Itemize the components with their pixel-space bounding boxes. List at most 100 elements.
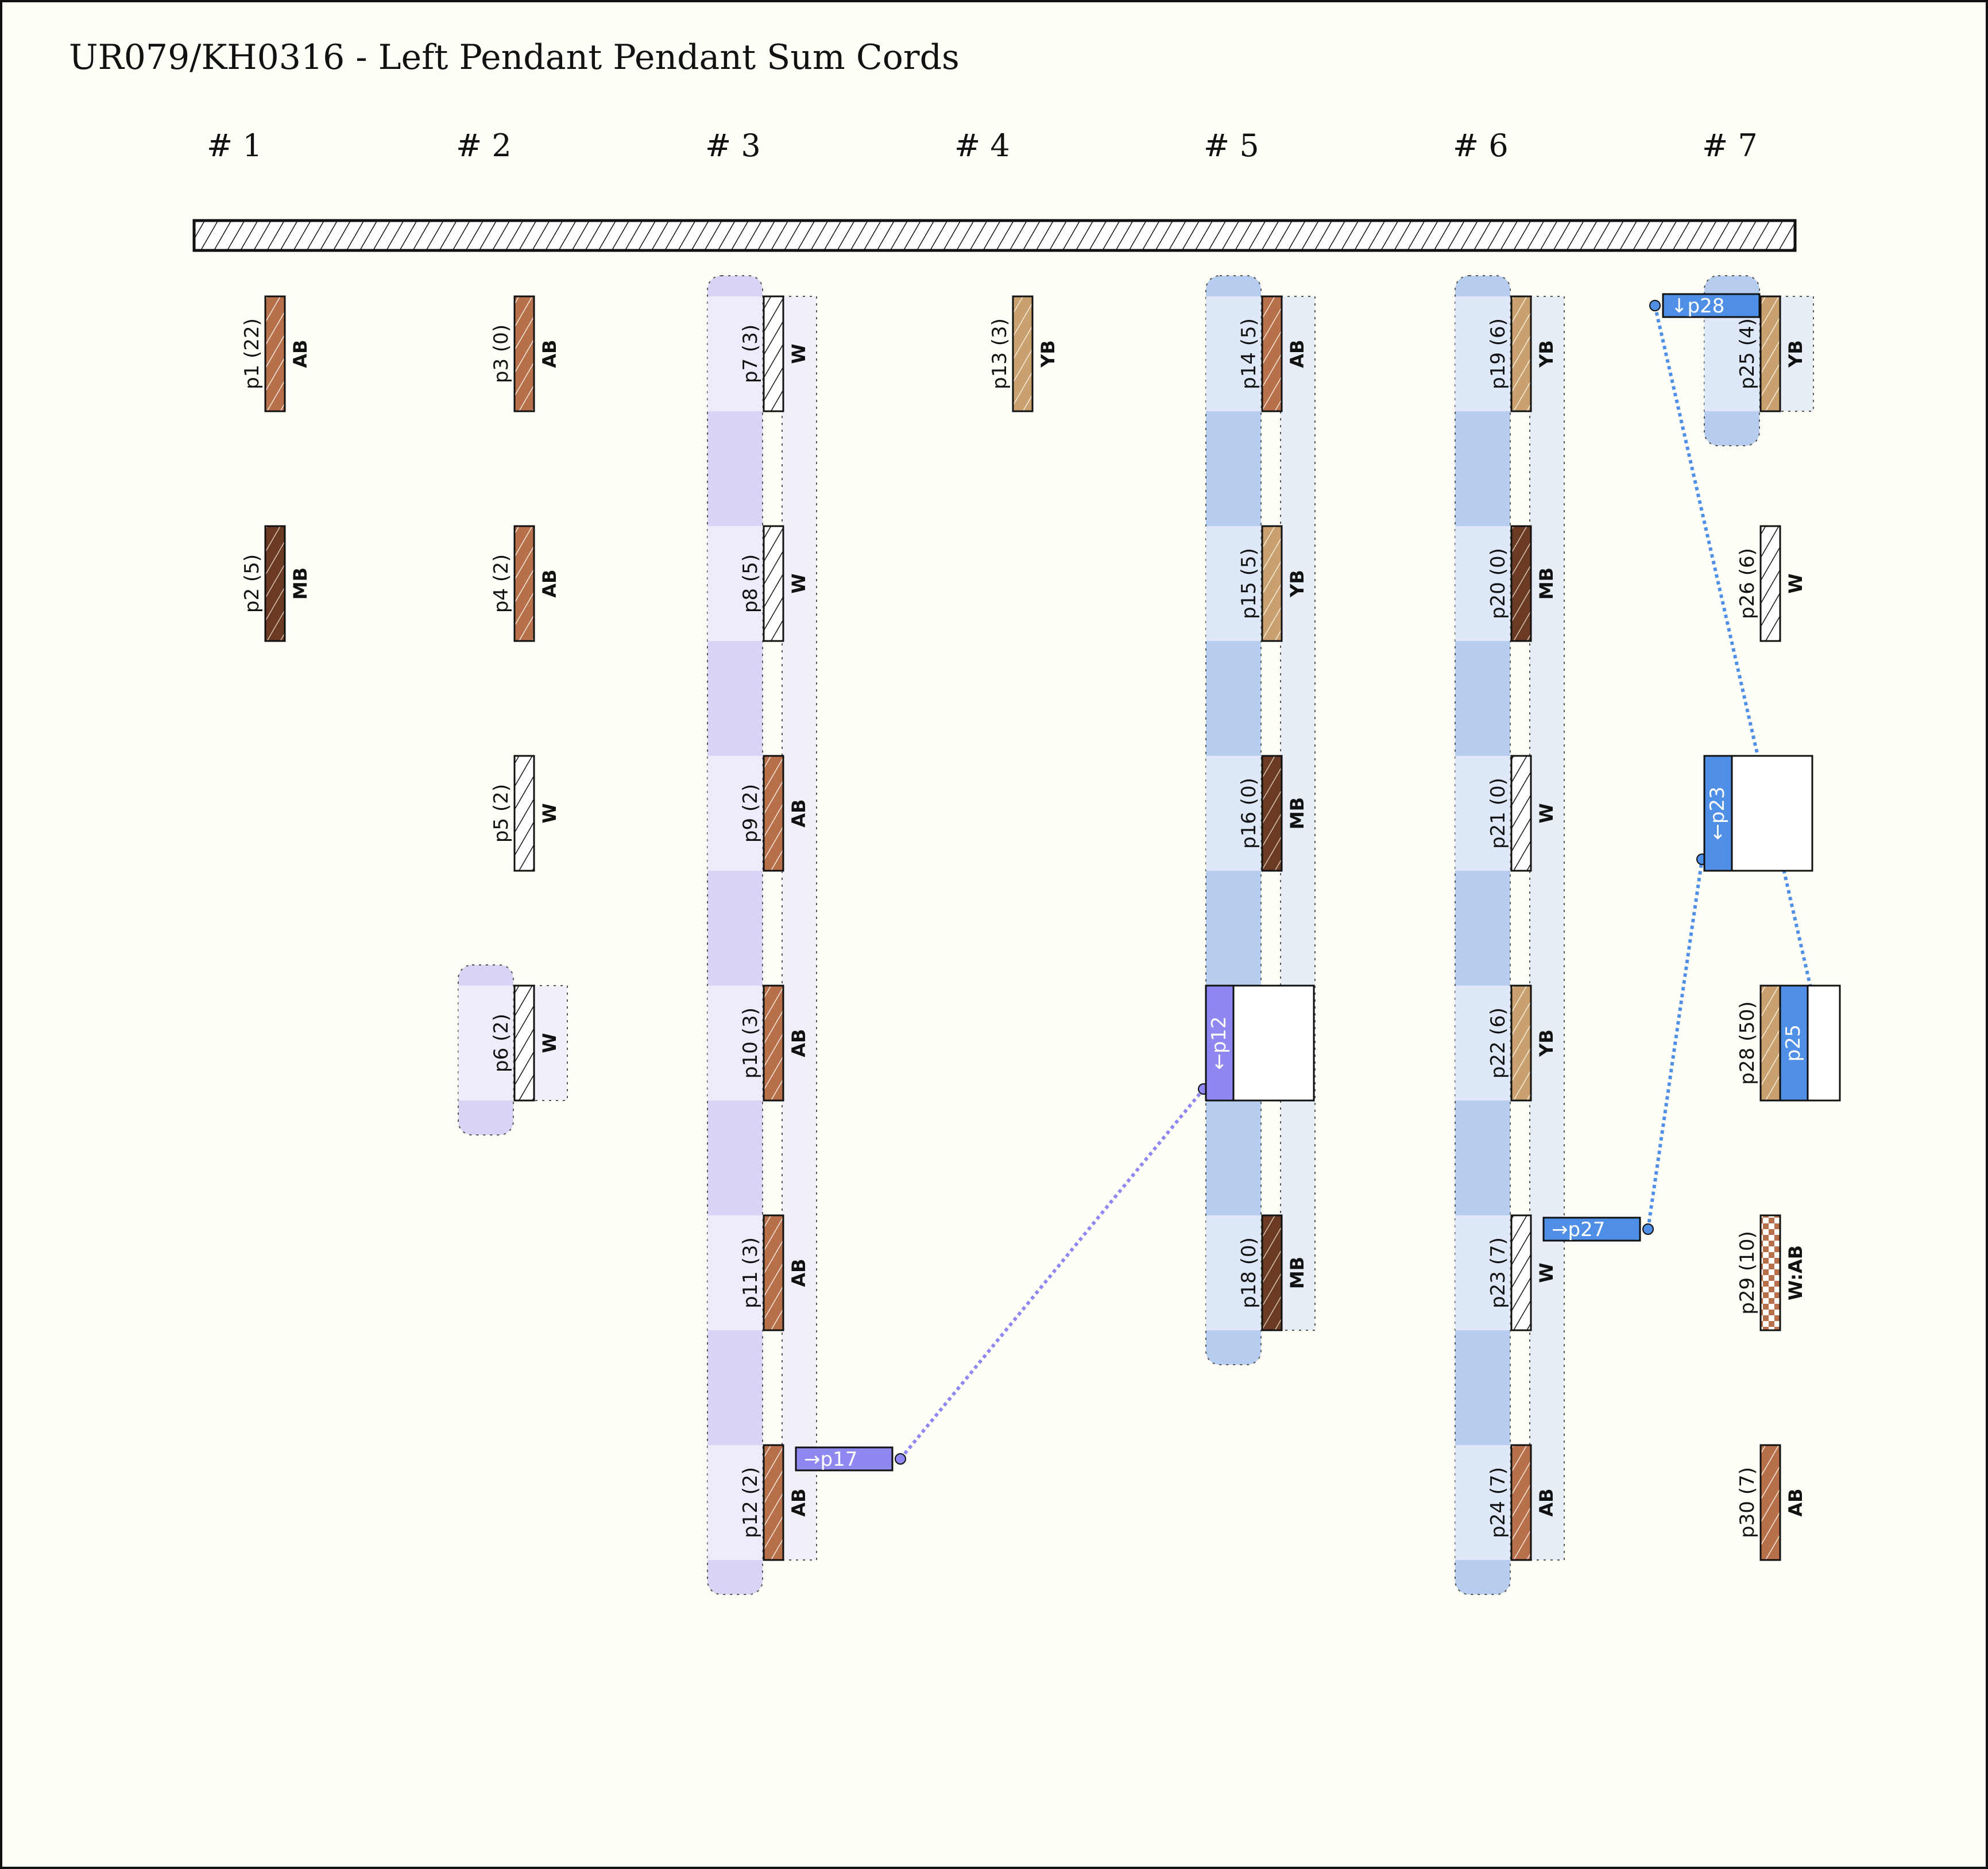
- group-label: # 2: [456, 128, 512, 164]
- cord-body: [1261, 755, 1283, 872]
- cord-label: p4 (2): [490, 554, 513, 613]
- pendant-cord: p18 (0)MB: [1237, 1214, 1308, 1331]
- cord-color-label: YB: [1536, 340, 1557, 368]
- pendant-cord: p2 (5)MB: [241, 525, 311, 642]
- cord-color-label: MB: [1286, 1257, 1308, 1289]
- sum-band: [458, 964, 568, 1136]
- cord-body: [763, 984, 784, 1102]
- cord-label: p22 (6): [1487, 1007, 1510, 1079]
- cord-label: p9 (2): [739, 784, 762, 843]
- pendant-cord: p3 (0)AB: [490, 295, 560, 412]
- cord-label: p16 (0): [1237, 778, 1260, 849]
- cord-body: [513, 984, 535, 1102]
- pendant-cord: p19 (6)YB: [1487, 295, 1557, 412]
- cord-color-label: W: [788, 343, 810, 364]
- cord-color-label: W: [1536, 803, 1557, 823]
- svg-text:←p23: ←p23: [1706, 786, 1729, 840]
- group-label: # 3: [705, 128, 761, 164]
- cord-label: p21 (0): [1487, 778, 1510, 849]
- cord-body: [513, 755, 535, 872]
- cord-color-label: AB: [1785, 1488, 1807, 1516]
- pendant-cord: p9 (2)AB: [739, 755, 810, 872]
- cord-label: p8 (5): [739, 554, 762, 613]
- pendant-cord: p16 (0)MB: [1237, 755, 1308, 872]
- cord-body: [1510, 1214, 1532, 1331]
- pendant-cord: p23 (7) W: [1487, 1214, 1557, 1331]
- cord-color-label: YB: [1037, 340, 1059, 368]
- cord-color-label: YB: [1785, 340, 1807, 368]
- pendant-cord: p6 (2)W: [490, 984, 560, 1102]
- sum-tag: ←p23: [1703, 755, 1813, 872]
- cord-color-label: W: [539, 1033, 560, 1053]
- cord-body: [763, 295, 784, 412]
- cord-label: p20 (0): [1487, 548, 1510, 619]
- pendant-cord: p25 (4)YB: [1736, 295, 1807, 412]
- pendant-cord: p30 (7) AB: [1736, 1444, 1807, 1561]
- cord-body: [1759, 295, 1781, 412]
- cord-body: [1510, 755, 1532, 872]
- pendant-cord: p11 (3) AB: [739, 1214, 810, 1331]
- cord-color-label: AB: [788, 1488, 810, 1516]
- cord-body: [1510, 525, 1532, 642]
- pendant-cord: p24 (7)AB: [1487, 1444, 1557, 1561]
- sum-links: [895, 300, 1818, 1465]
- group-label: # 5: [1204, 128, 1259, 164]
- cord-label: p15 (5): [1237, 548, 1260, 619]
- cord-color-label: AB: [539, 569, 560, 597]
- cord-label: p30 (7): [1736, 1467, 1759, 1538]
- sum-tag: →p27: [1542, 1217, 1641, 1242]
- cord-color-label: AB: [1286, 339, 1308, 368]
- diagram-title: UR079/KH0316 - Left Pendant Pendant Sum …: [69, 37, 960, 78]
- cord-label: p28 (50): [1736, 1001, 1759, 1084]
- cord-label: p2 (5): [241, 554, 264, 613]
- cord-label: p11 (3): [739, 1237, 762, 1308]
- cord-body: [1261, 525, 1283, 642]
- cord-body: [1759, 1444, 1781, 1561]
- cord-body: [1759, 984, 1781, 1102]
- cord-body: [1261, 1214, 1283, 1331]
- cord-body: [763, 755, 784, 872]
- cord-color-label: YB: [1536, 1029, 1557, 1057]
- cord-color-label: W: [788, 573, 810, 593]
- cord-color-label: AB: [539, 339, 560, 368]
- cord-label: p23 (7): [1487, 1237, 1510, 1308]
- group-labels: # 1# 2# 3# 4# 5# 6# 7: [207, 128, 1758, 164]
- pendant-cord: p14 (5)AB: [1237, 295, 1308, 412]
- cord-color-label: AB: [289, 339, 311, 368]
- pendant-cord: p26 (6)W: [1736, 525, 1807, 642]
- primary-cord: [192, 219, 1797, 252]
- cord-body: [1510, 984, 1532, 1102]
- sum-tag: ↓p28: [1662, 293, 1761, 318]
- cord-color-label: W: [1536, 1262, 1557, 1283]
- svg-text:↓p28: ↓p28: [1671, 295, 1724, 318]
- group-label: # 7: [1702, 128, 1758, 164]
- cord-label: p7 (3): [739, 325, 762, 383]
- cord-color-label: MB: [1536, 567, 1557, 600]
- cord-label: p13 (3): [988, 318, 1011, 389]
- group-label: # 1: [207, 128, 262, 164]
- sum-band: [707, 275, 817, 1595]
- cord-color-label: W:AB: [1785, 1245, 1807, 1300]
- sum-tag: p25: [1779, 984, 1841, 1102]
- cord-body: [1759, 525, 1781, 642]
- pendant-cord: p7 (3) W: [739, 295, 810, 412]
- group-label: # 6: [1453, 128, 1509, 164]
- sum-bands: [458, 275, 1814, 1595]
- svg-text:→p17: →p17: [804, 1448, 857, 1471]
- pendant-cord: p12 (2) AB: [739, 1444, 810, 1561]
- cord-color-label: W: [539, 803, 560, 823]
- pendant-cord: p29 (10) W:AB: [1736, 1214, 1807, 1331]
- sum-tags: ←p12 ←p23 p25 →p17 ↓p28 →p27: [795, 293, 1841, 1472]
- cord-color-label: AB: [788, 1258, 810, 1287]
- cord-body: [264, 525, 286, 642]
- cord-body: [1759, 1214, 1781, 1331]
- pendant-cord: p8 (5) W: [739, 525, 810, 642]
- pendant-cord: p22 (6) YB: [1487, 984, 1557, 1102]
- cord-label: p29 (10): [1736, 1231, 1759, 1314]
- svg-text:←p12: ←p12: [1208, 1016, 1231, 1069]
- cord-body: [264, 295, 286, 412]
- cord-label: p12 (2): [739, 1467, 762, 1538]
- pendant-cord: p10 (3)AB: [739, 984, 810, 1102]
